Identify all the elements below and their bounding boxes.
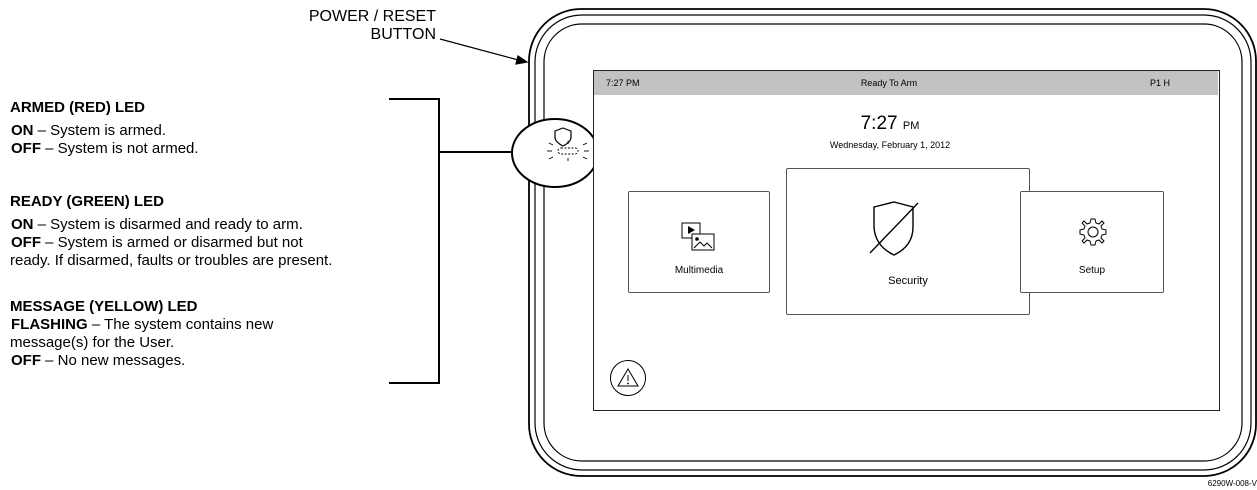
led-legend-bracket	[389, 98, 513, 384]
power-callout-arrow	[439, 38, 529, 65]
security-tile[interactable]: Security	[786, 168, 1030, 315]
armed-led-title: ARMED (RED) LED	[10, 99, 145, 116]
power-callout-line2: BUTTON	[370, 26, 436, 43]
message-flash-text: – The system contains new	[87, 316, 274, 333]
gear-icon	[1079, 218, 1107, 246]
status-partition: P1 H	[1150, 78, 1171, 88]
message-off-line: OFF – No new messages.	[11, 352, 273, 370]
security-label: Security	[888, 275, 928, 287]
setup-tile[interactable]: Setup	[1020, 191, 1164, 293]
ready-on-line: ON – System is disarmed and ready to arm…	[11, 216, 332, 234]
ready-led-title: READY (GREEN) LED	[10, 193, 164, 210]
message-off-text: – No new messages.	[41, 352, 186, 369]
message-flash-line: FLASHING – The system contains new	[11, 316, 273, 334]
shield-slash-icon	[869, 201, 919, 256]
message-led-section: MESSAGE (YELLOW) LED FLASHING – The syst…	[10, 298, 273, 370]
setup-label: Setup	[1078, 265, 1106, 276]
armed-off-key: OFF	[11, 140, 41, 157]
message-flash-line2: message(s) for the User.	[10, 334, 175, 351]
figure-code: 6290W-008-V	[1207, 479, 1257, 488]
multimedia-tile[interactable]: Multimedia	[628, 191, 770, 293]
armed-off-text: – System is not armed.	[41, 140, 199, 157]
multimedia-icon	[681, 222, 715, 251]
ready-off-line: OFF – System is armed or disarmed but no…	[11, 234, 332, 252]
alert-button[interactable]	[610, 360, 646, 396]
status-title: Ready To Arm	[860, 78, 918, 88]
ready-on-text: – System is disarmed and ready to arm.	[33, 216, 303, 233]
warning-triangle-icon	[617, 368, 639, 387]
shield-icon	[554, 127, 572, 147]
status-time: 7:27 PM	[606, 78, 640, 88]
message-off-key: OFF	[11, 352, 41, 369]
clock-time: 7:27	[860, 113, 898, 134]
message-flash-key: FLASHING	[11, 316, 88, 333]
clock-ampm: PM	[902, 120, 920, 132]
touch-screen: 7:27 PM Ready To Arm P1 H 7:27 PM Wednes…	[593, 70, 1220, 411]
power-callout-line1: POWER / RESET	[308, 8, 436, 25]
status-bar: 7:27 PM Ready To Arm P1 H	[594, 71, 1218, 95]
power-reset-callout: POWER / RESET BUTTON	[270, 8, 436, 44]
armed-on-key: ON	[11, 122, 34, 139]
armed-on-line: ON – System is armed.	[11, 122, 199, 140]
date-display: Wednesday, February 1, 2012	[829, 140, 951, 150]
message-led-title: MESSAGE (YELLOW) LED	[10, 298, 198, 315]
ready-on-key: ON	[11, 216, 34, 233]
ready-led-section: READY (GREEN) LED ON – System is disarme…	[10, 193, 332, 270]
armed-led-section: ARMED (RED) LED ON – System is armed. OF…	[10, 99, 199, 158]
ready-off-line2: ready. If disarmed, faults or troubles a…	[10, 252, 333, 269]
ready-off-text: – System is armed or disarmed but not	[41, 234, 303, 251]
device-bezel	[528, 8, 1257, 477]
led-indicator-callout	[511, 118, 599, 188]
led-glow-icon	[547, 141, 589, 161]
multimedia-label: Multimedia	[674, 265, 724, 276]
ready-off-key: OFF	[11, 234, 41, 251]
armed-on-text: – System is armed.	[33, 122, 167, 139]
armed-off-line: OFF – System is not armed.	[11, 140, 199, 158]
clock-display: 7:27 PM	[594, 113, 1186, 137]
